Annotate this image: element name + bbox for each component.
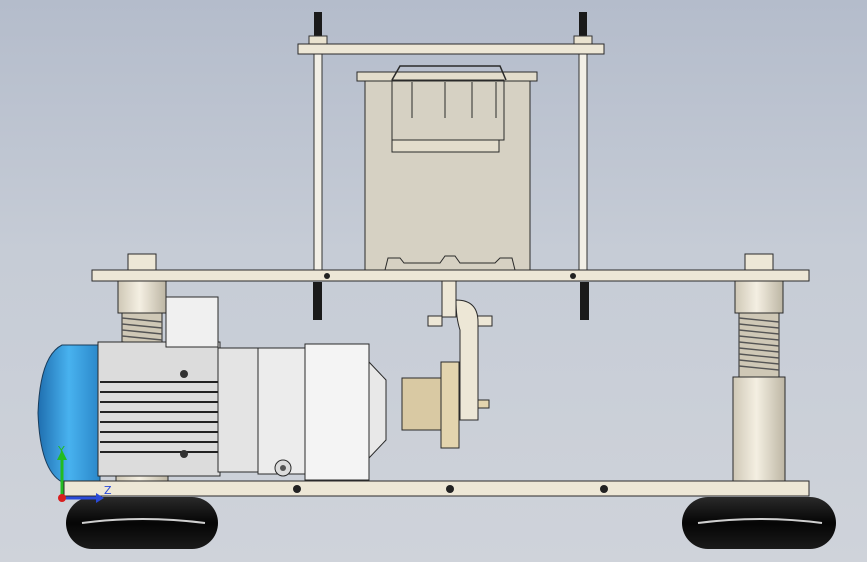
- electric-motor[interactable]: [37, 296, 259, 483]
- post-lower: [732, 376, 786, 482]
- flange-bolt: [180, 450, 188, 458]
- post-upper: [117, 280, 167, 314]
- right-spring-post[interactable]: [732, 280, 786, 482]
- crank-arm: [455, 299, 479, 421]
- gearbox-body: [304, 343, 370, 481]
- crank-pin-left: [427, 315, 443, 327]
- middle-plate-screw: [324, 273, 330, 279]
- post-upper: [734, 280, 784, 314]
- hopper-body: [364, 80, 531, 272]
- left-rod-shaft: [313, 49, 323, 273]
- motor-flange: [217, 347, 259, 473]
- hopper-bottom-feet: [384, 255, 516, 271]
- hopper-crossbar: [391, 139, 500, 153]
- coupling-flange: [440, 361, 460, 449]
- left-rod-nut: [308, 35, 328, 45]
- bottom-plate-screw: [446, 485, 454, 493]
- z-axis-head: [96, 493, 104, 503]
- bottom-plate[interactable]: [63, 480, 810, 497]
- gearbox[interactable]: [257, 343, 387, 481]
- left-rod-thread-top: [314, 12, 322, 48]
- motor-cooling-fins: [100, 381, 218, 453]
- coordinate-triad: Y Z: [57, 444, 112, 503]
- coupling-hub: [401, 377, 445, 431]
- triad-z-label: Z: [104, 484, 112, 497]
- crank-upper-block: [441, 280, 457, 318]
- motor-blue-cap: [37, 344, 101, 483]
- gearbox-output: [368, 360, 387, 460]
- spring-lines: [738, 317, 780, 371]
- y-axis-head: [57, 450, 67, 460]
- tire-highlight: [81, 518, 206, 524]
- right-rod-shaft: [578, 49, 588, 273]
- triad-y-label: Y: [57, 444, 65, 457]
- motor-body: [97, 341, 221, 477]
- right-post-cap: [744, 253, 774, 271]
- flange-bolt: [180, 370, 188, 378]
- gearbox-drain-plug-inner: [280, 465, 286, 471]
- middle-plate-screw: [570, 273, 576, 279]
- left-post-cap: [127, 253, 157, 271]
- gearbox-front: [257, 347, 307, 475]
- hopper-top-clamp: [391, 65, 507, 81]
- top-plate[interactable]: [297, 43, 605, 55]
- right-rod-thread-bottom: [580, 282, 589, 320]
- middle-plate[interactable]: [91, 269, 810, 282]
- tire-highlight: [697, 518, 823, 524]
- tire: [682, 497, 836, 549]
- left-rod-thread-bottom: [313, 282, 322, 320]
- bottom-plate-screw: [293, 485, 301, 493]
- bottom-plate-screw: [600, 485, 608, 493]
- right-rod-nut: [573, 35, 593, 45]
- motor-terminal-box: [165, 296, 219, 348]
- hopper-housing[interactable]: [356, 65, 538, 272]
- tire: [66, 497, 218, 549]
- x-axis-origin: [58, 494, 66, 502]
- left-wheel[interactable]: [66, 497, 218, 549]
- crank-linkage[interactable]: [427, 280, 493, 421]
- right-wheel[interactable]: [682, 497, 836, 549]
- right-rod-thread-top: [579, 12, 587, 48]
